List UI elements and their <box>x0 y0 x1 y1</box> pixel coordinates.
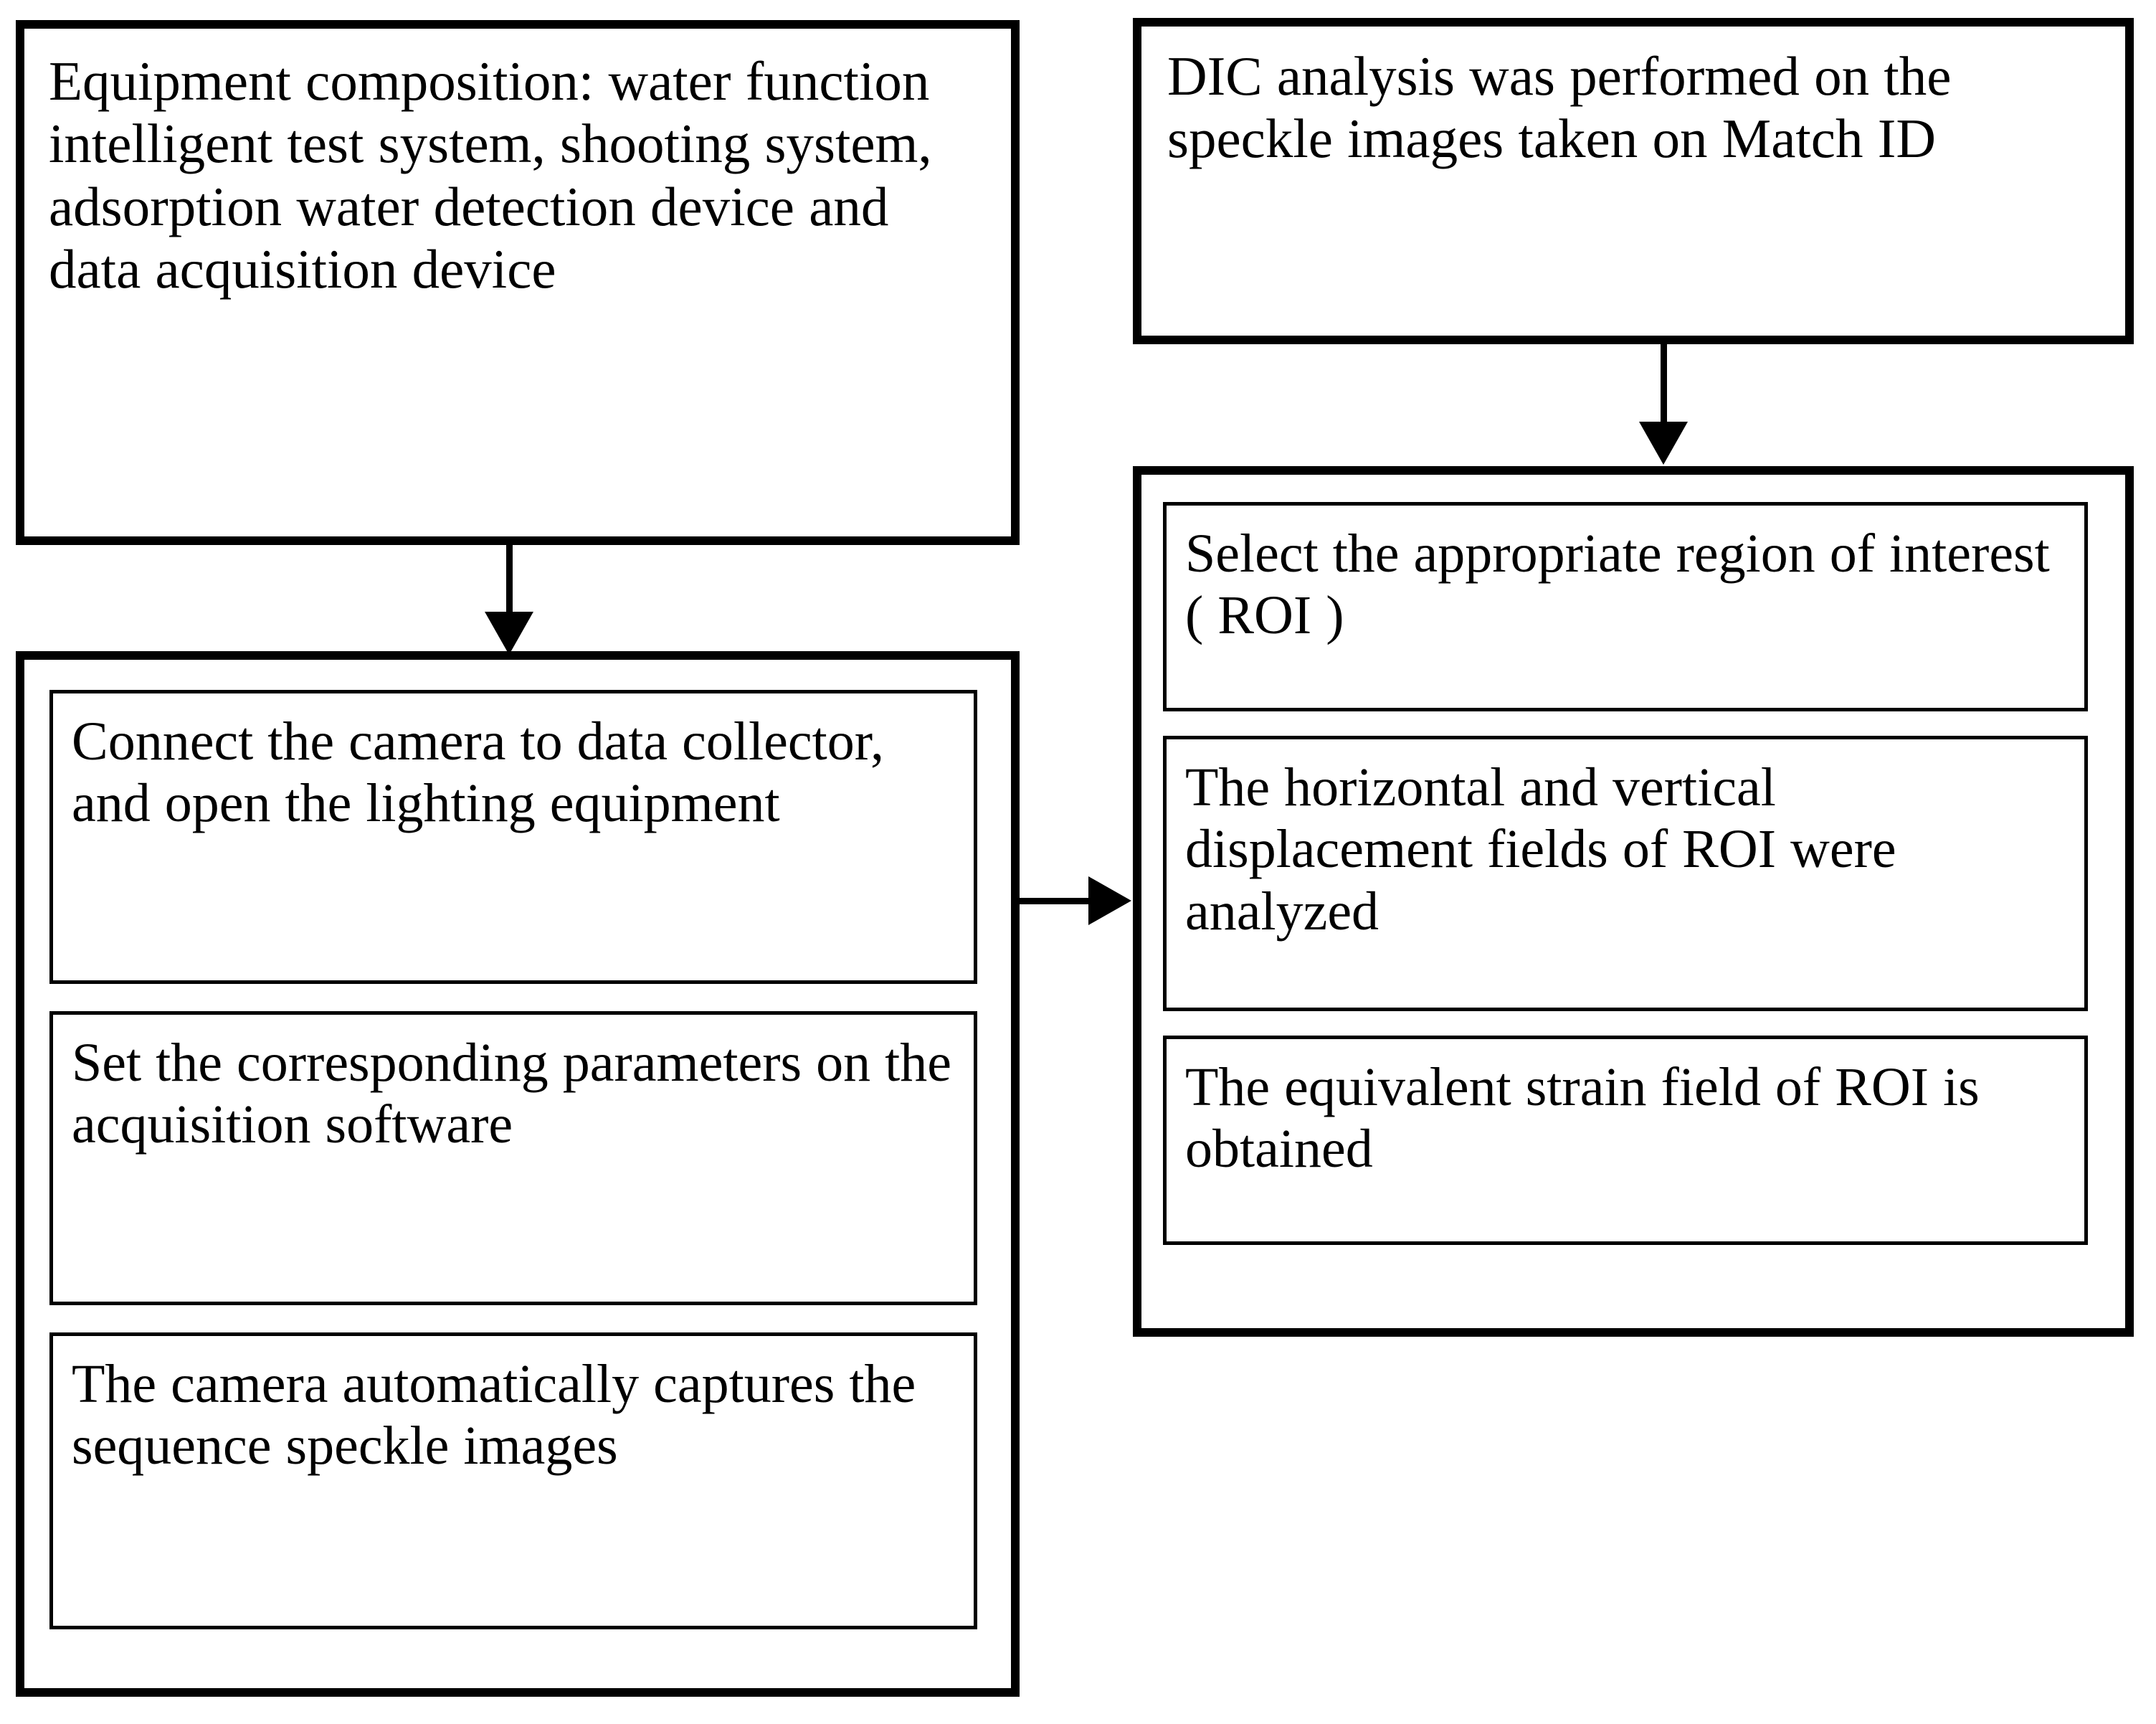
group-acquisition-steps: Connect the camera to data collector, an… <box>16 651 1020 1697</box>
step-displacement-fields: The horizontal and vertical displacement… <box>1163 736 2088 1011</box>
step-set-parameters-text: Set the corresponding parameters on the … <box>72 1033 951 1155</box>
group-dic-analysis-steps: Select the appropriate region of interes… <box>1133 466 2134 1337</box>
step-capture-images: The camera automatically captures the se… <box>49 1332 977 1629</box>
arrowhead-right-icon <box>1088 876 1131 925</box>
arrowhead-down-icon <box>1639 422 1688 465</box>
node-equipment-composition-text: Equipment composition: water function in… <box>49 50 932 300</box>
connector-line <box>1020 898 1093 904</box>
step-capture-images-text: The camera automatically captures the se… <box>72 1354 916 1477</box>
step-connect-camera: Connect the camera to data collector, an… <box>49 690 977 984</box>
step-equivalent-strain-text: The equivalent strain field of ROI is ob… <box>1185 1057 1980 1180</box>
connector-line <box>1661 344 1667 427</box>
node-dic-analysis: DIC analysis was performed on the speckl… <box>1133 18 2134 344</box>
step-select-roi-text: Select the appropriate region of interes… <box>1185 524 2050 646</box>
step-connect-camera-text: Connect the camera to data collector, an… <box>72 711 884 834</box>
connector-line <box>506 545 513 617</box>
step-displacement-fields-text: The horizontal and vertical displacement… <box>1185 757 1896 942</box>
node-equipment-composition: Equipment composition: water function in… <box>16 20 1020 545</box>
step-equivalent-strain: The equivalent strain field of ROI is ob… <box>1163 1036 2088 1245</box>
arrowhead-down-icon <box>485 612 533 655</box>
step-select-roi: Select the appropriate region of interes… <box>1163 502 2088 711</box>
step-set-parameters: Set the corresponding parameters on the … <box>49 1011 977 1305</box>
node-dic-analysis-text: DIC analysis was performed on the speckl… <box>1167 45 1952 170</box>
